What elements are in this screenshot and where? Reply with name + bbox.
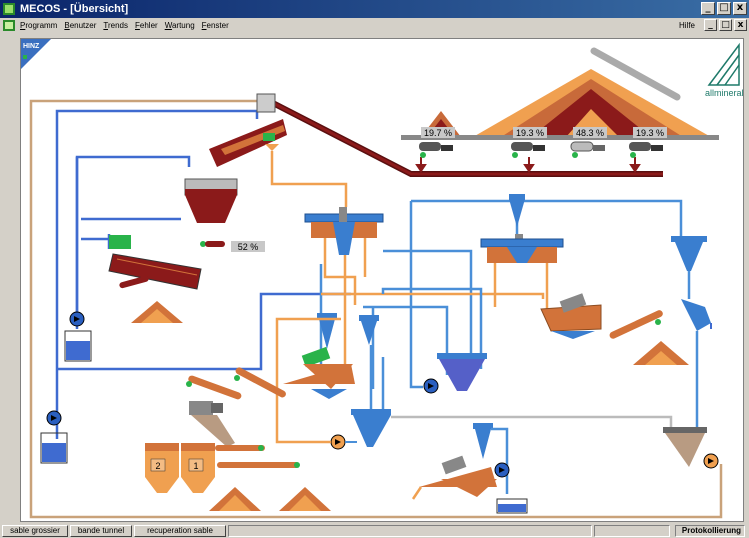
feeder-units[interactable] [419, 141, 663, 158]
doc-minimize-button[interactable]: _ [704, 19, 717, 31]
menu-trends[interactable]: Trends [103, 21, 128, 30]
allmineral-logo-icon: allmineral [705, 42, 743, 98]
right-dewatering-screen[interactable] [540, 293, 689, 365]
bin-2-label: 2 [155, 461, 160, 471]
status-bar: sable grossier bande tunnel recuperation… [0, 524, 749, 538]
protokollierung-label[interactable]: Protokollierung [675, 525, 745, 537]
brand-hinz: HINZ [23, 43, 40, 50]
doc-close-button[interactable]: x [734, 19, 747, 31]
brand-allmineral: allmineral [705, 88, 743, 98]
center-sump[interactable] [275, 317, 673, 450]
close-button[interactable]: x [733, 2, 747, 15]
doc-restore-button[interactable]: □ [719, 19, 732, 31]
stockpile-4-pct: 19.3 % [636, 128, 664, 138]
menu-benutzer[interactable]: Benutzer [64, 21, 97, 30]
right-sump[interactable] [663, 427, 719, 469]
main-conveyor[interactable] [267, 98, 663, 177]
title-bar[interactable]: MECOS - [Übersicht] _ □ x [0, 0, 749, 18]
menu-programm[interactable]: Programm [20, 21, 58, 30]
bin-1-label: 1 [193, 461, 198, 471]
water-tank-2[interactable] [40, 410, 68, 464]
stockpile-3-pct: 48.3 % [576, 128, 604, 138]
status-panel-1 [228, 525, 592, 537]
water-lines [55, 109, 351, 439]
stockpile-percentages: 19.7 % 19.3 % 48.3 % 19.3 % [421, 127, 667, 138]
storage-bins[interactable]: 2 1 [145, 443, 215, 493]
app-icon [3, 3, 15, 15]
tab-recuperation-sable[interactable]: recuperation sable [134, 525, 226, 537]
menu-hilfe[interactable]: Hilfe [678, 21, 695, 30]
status-panel-2 [594, 525, 670, 537]
stockpile-1-pct: 19.7 % [424, 128, 452, 138]
feed-screen[interactable] [209, 93, 287, 167]
hinz-logo-icon: HINZ [21, 39, 51, 69]
water-tank-1[interactable] [64, 311, 92, 362]
hopper[interactable]: 52 % [184, 178, 265, 252]
process-overview-canvas: HINZ allmineral [20, 38, 744, 522]
maximize-button[interactable]: □ [717, 2, 731, 15]
right-distributor[interactable] [480, 194, 564, 263]
bottom-cyclone-screen[interactable] [411, 423, 528, 514]
return-pipe [29, 99, 723, 519]
stacker-conveyor[interactable] [590, 47, 681, 101]
central-distributor[interactable] [304, 207, 384, 255]
menu-wartung[interactable]: Wartung [164, 21, 195, 30]
menu-fenster[interactable]: Fenster [201, 21, 229, 30]
tab-sable-grossier[interactable]: sable grossier [2, 525, 68, 537]
hopper-level: 52 % [238, 242, 259, 252]
process-diagram: HINZ allmineral [21, 39, 743, 519]
bottom-left-conveyors[interactable] [186, 366, 300, 468]
tab-bande-tunnel[interactable]: bande tunnel [70, 525, 132, 537]
minimize-button[interactable]: _ [701, 2, 715, 15]
middle-cyclone-screen[interactable] [283, 313, 379, 409]
menu-bar: Programm Benutzer Trends Fehler Wartung … [0, 18, 749, 34]
window-title: MECOS - [Übersicht] [20, 3, 129, 15]
thickener[interactable] [423, 353, 487, 394]
document-icon[interactable] [3, 20, 15, 31]
inclined-classifier[interactable] [108, 235, 202, 323]
bottom-stockpiles [209, 487, 331, 511]
right-cyclone-column[interactable] [671, 236, 712, 431]
menu-fehler[interactable]: Fehler [135, 21, 158, 30]
stockpile-2-pct: 19.3 % [516, 128, 544, 138]
